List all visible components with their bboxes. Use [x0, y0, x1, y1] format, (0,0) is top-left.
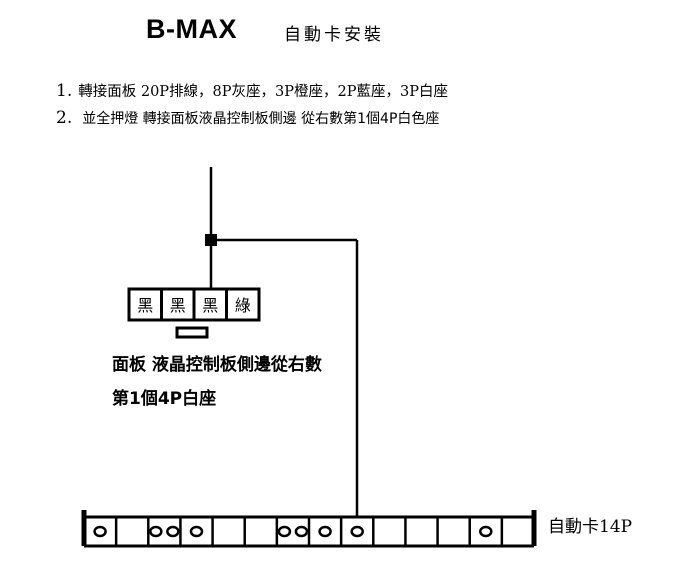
instruction-1: 1. 轉接面板 20P排線，8P灰座，3P橙座，2P藍座，3P白座	[56, 80, 448, 101]
instruction-1-text: 轉接面板 20P排線，8P灰座，3P橙座，2P藍座，3P白座	[78, 84, 448, 100]
card-pin-circle	[350, 525, 364, 538]
instruction-2-number: 2.	[56, 108, 73, 128]
card-pin-circle	[479, 525, 493, 538]
instruction-2-text: 並全押燈 轉接面板液晶控制板側邊 從右數第1個4P白色座	[82, 111, 440, 127]
card-pin-circle	[149, 525, 163, 538]
connector-4p: 黑黑黑綠	[127, 287, 261, 322]
card-pin-circle	[93, 525, 107, 538]
card-pin-circle	[294, 525, 309, 538]
connector-pin-label: 黑	[170, 296, 186, 315]
connector-pin-label: 綠	[235, 296, 251, 315]
page-title: B-MAX	[146, 14, 237, 44]
card-label: 自動卡14P	[548, 517, 633, 537]
panel-label-line2: 第1個4P白座	[112, 389, 217, 409]
panel-label-line1: 面板 液晶控制板側邊從右數	[112, 355, 322, 375]
card-pin-circle	[277, 525, 292, 538]
connector-pin-label: 黑	[137, 296, 153, 315]
card-pin-circle	[318, 525, 332, 538]
instruction-2: 2. 並全押燈 轉接面板液晶控制板側邊 從右數第1個4P白色座	[56, 108, 439, 128]
auto-card-14p	[81, 510, 537, 548]
instruction-1-number: 1.	[56, 81, 73, 101]
connector-pin-label: 黑	[202, 296, 218, 315]
card-pin-circle	[189, 525, 204, 538]
page-subtitle: 自動卡安裝	[284, 25, 384, 45]
card-pin-circle	[166, 525, 180, 538]
connector-key-tab	[175, 326, 209, 339]
